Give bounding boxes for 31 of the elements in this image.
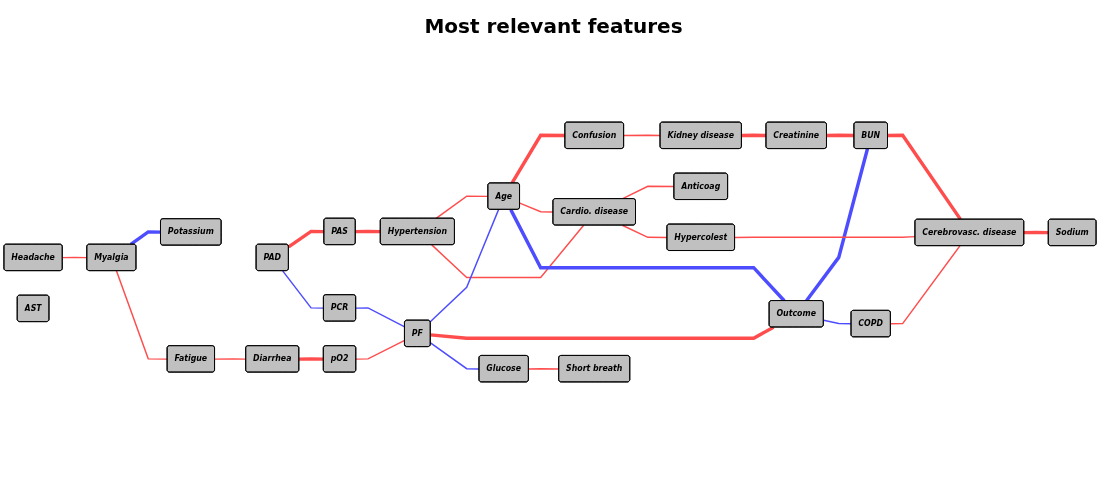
connector: [887, 133, 962, 221]
connector: [214, 358, 247, 360]
connector: [805, 148, 870, 302]
connector: [429, 208, 500, 323]
connector: [435, 195, 489, 220]
connector: [61, 256, 88, 259]
connector: [623, 134, 661, 137]
connector: [741, 133, 767, 138]
connector: [281, 270, 325, 309]
connector: [115, 270, 169, 360]
connector: [355, 339, 406, 360]
connector: [299, 357, 324, 361]
diagram-title: Most relevant features: [423, 14, 684, 38]
connector: [621, 224, 668, 239]
connector: [430, 325, 775, 340]
connector: [527, 367, 560, 370]
connector: [287, 229, 325, 249]
connector: [429, 342, 480, 370]
connector: [129, 230, 161, 246]
connector: [355, 229, 381, 234]
connector: [509, 208, 786, 302]
connector: [1023, 230, 1049, 235]
connector: [510, 133, 566, 184]
connector: [519, 202, 554, 213]
connector: [621, 185, 675, 200]
connector: [734, 235, 916, 239]
connector: [431, 224, 585, 279]
connector: [889, 245, 961, 325]
connector: [355, 307, 406, 328]
connector: [826, 133, 855, 138]
connector: [822, 319, 852, 325]
